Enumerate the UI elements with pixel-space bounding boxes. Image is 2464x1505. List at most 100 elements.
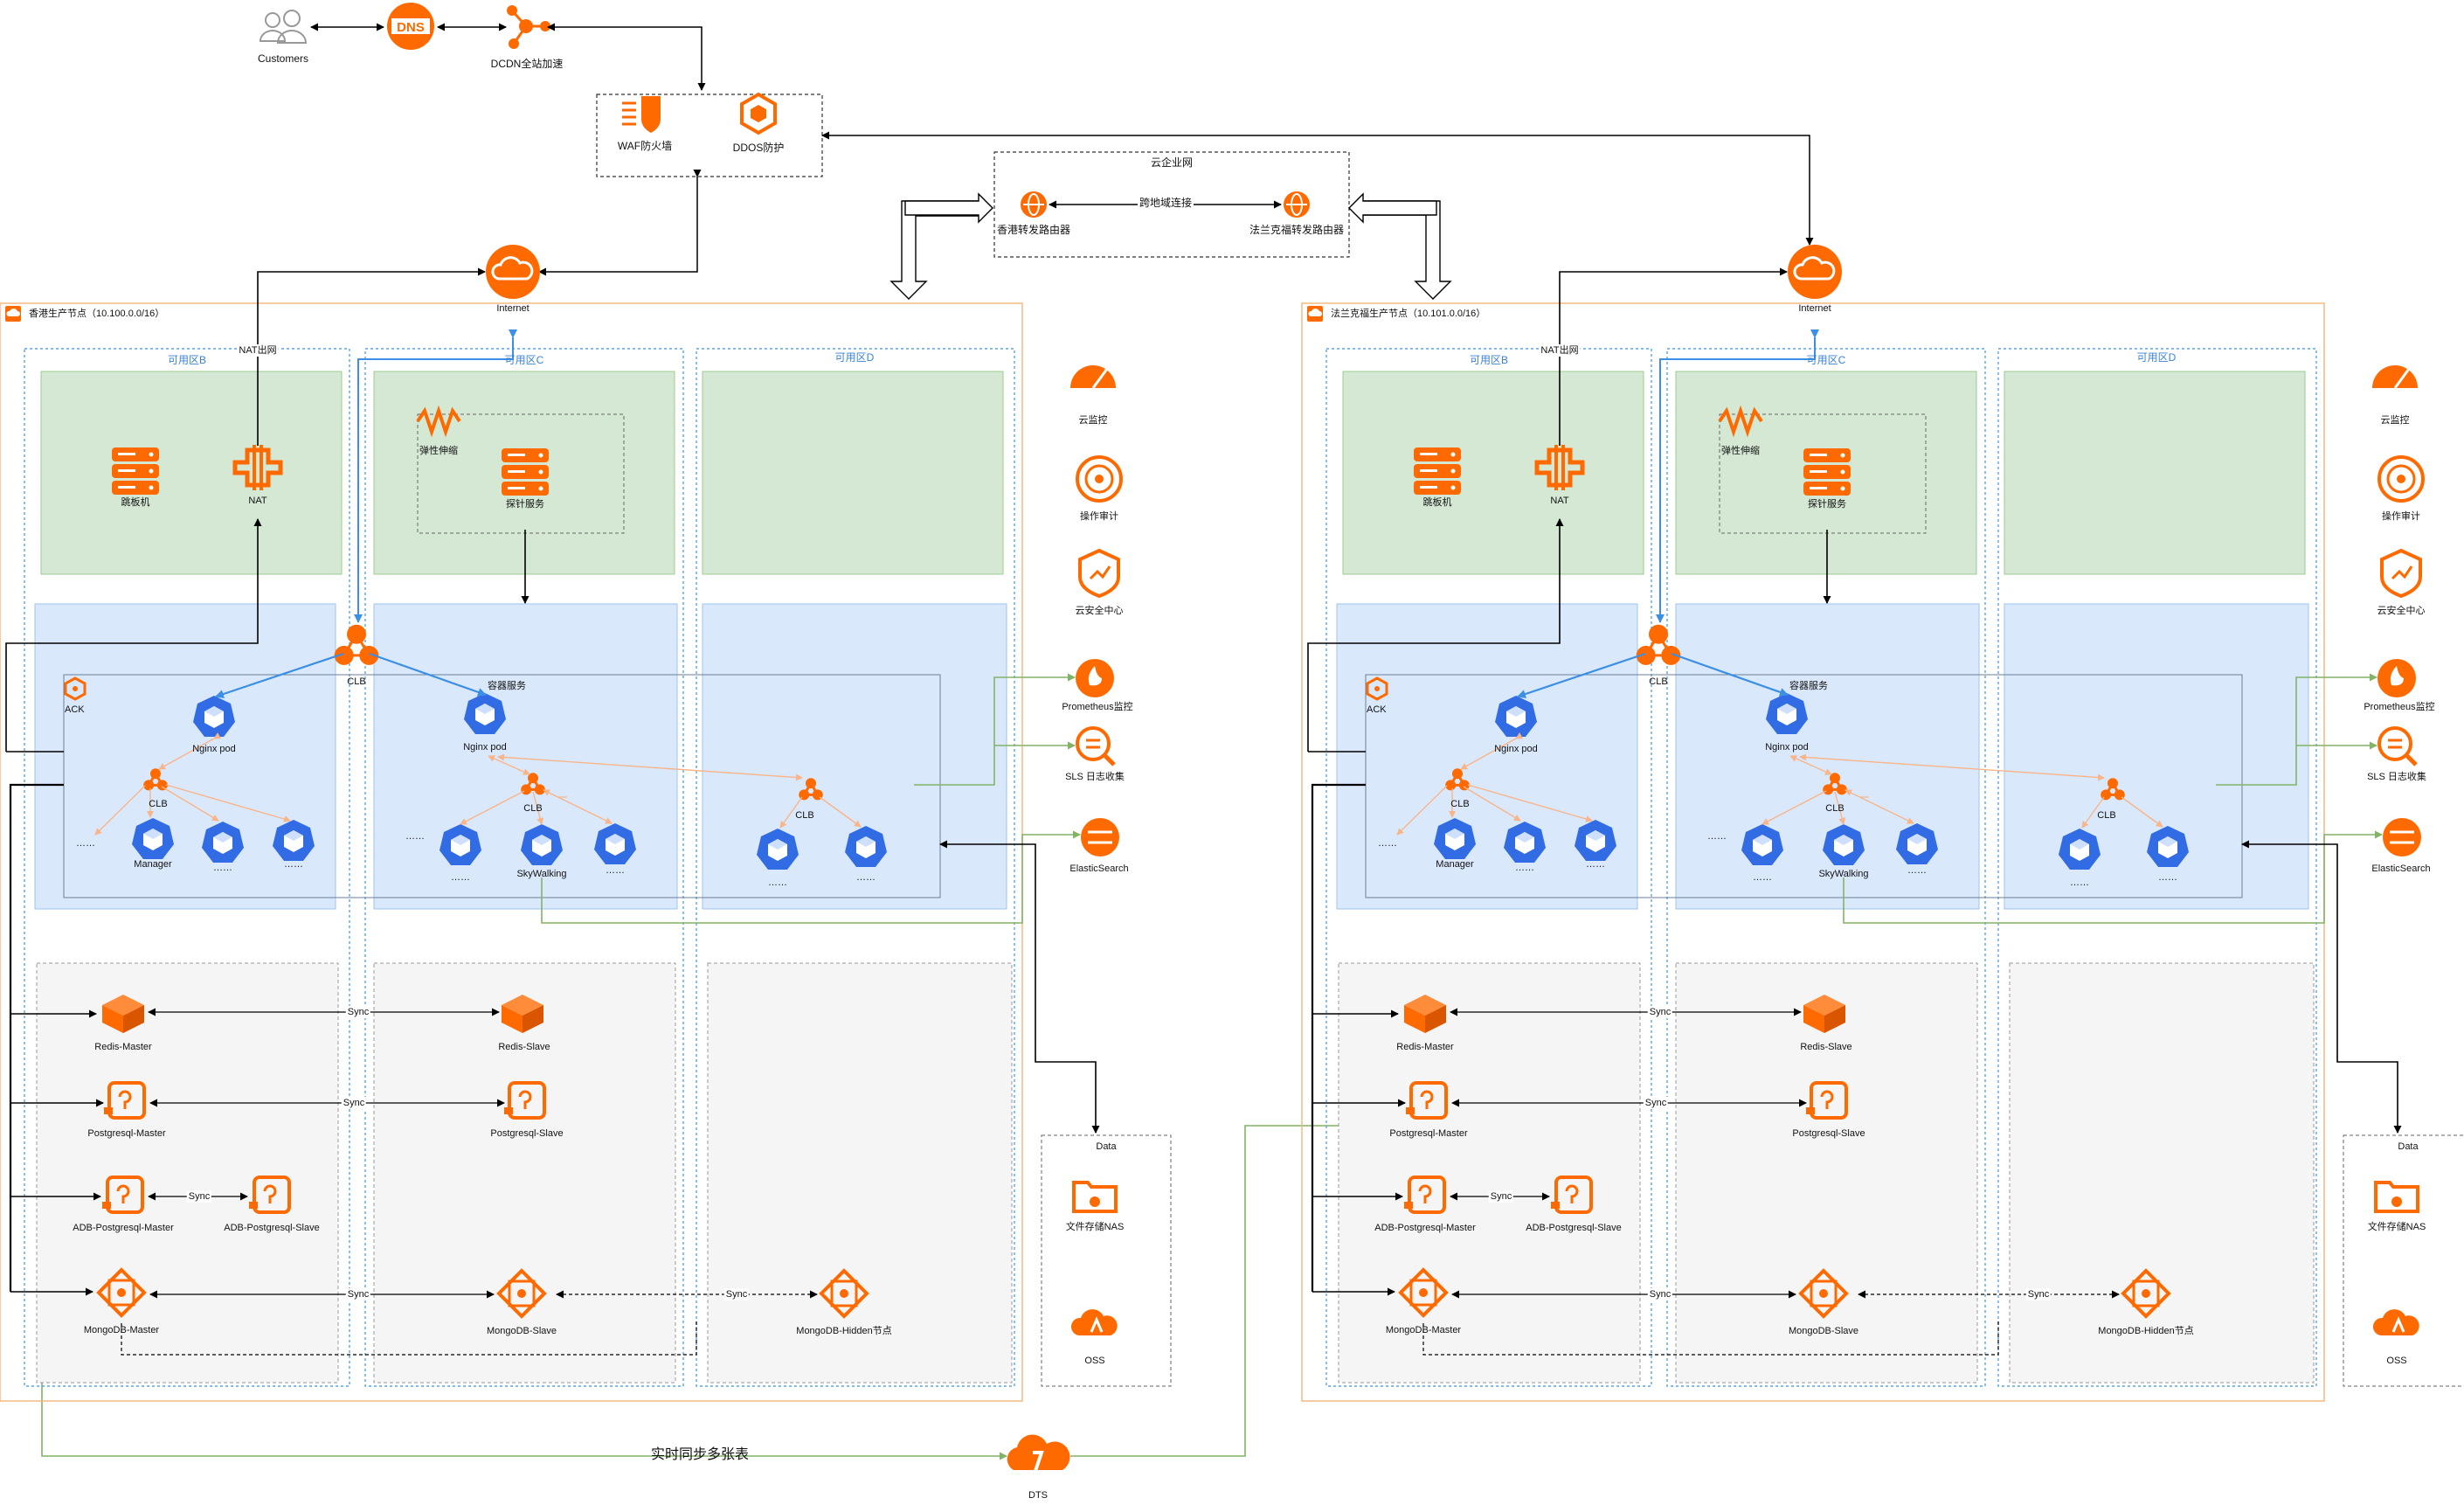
dcdn-label: DCDN全站加速	[490, 58, 564, 70]
hk-router-icon	[1021, 191, 1047, 218]
probe-server-icon	[502, 448, 549, 496]
cloud-monitor-icon	[1070, 365, 1116, 389]
pg-master-label: Postgresql-Master	[1389, 1128, 1468, 1139]
db-subnet-d	[2009, 962, 2315, 1384]
adb-sync-label: Sync	[1488, 1190, 1514, 1203]
adb-slave-icon	[249, 1176, 291, 1214]
clb-b-label: CLB	[149, 799, 168, 809]
edge-clb-c-sky	[1834, 791, 1846, 825]
ack-cluster	[1365, 674, 2243, 898]
edge-clb-d-pod1	[2081, 796, 2105, 829]
ack-icon	[1366, 676, 1388, 701]
subnet-b	[1342, 371, 1644, 575]
redis-master-icon	[102, 995, 144, 1033]
edge-clb-b-pod3	[165, 784, 291, 822]
dns-icon-text: DNS	[397, 20, 425, 35]
edge-mongo-backline	[1422, 1320, 1999, 1356]
pod-d2-icon	[2147, 826, 2189, 867]
mongo-hidden-sync-label: Sync	[723, 1288, 750, 1300]
pod-d1-icon	[757, 829, 799, 870]
pod-d1-dots: ……	[2070, 877, 2089, 888]
nginx-pod-c-icon	[1766, 693, 1808, 734]
zone-d-label: 可用区D	[2136, 351, 2177, 364]
pod-c3-dots: ……	[606, 865, 625, 876]
mongo-master-icon	[96, 1267, 147, 1318]
pg-slave-icon	[504, 1081, 546, 1120]
dts-label: DTS	[1028, 1490, 1048, 1501]
region-title: 香港生产节点（10.100.0.0/16）	[29, 309, 165, 319]
container-label: 容器服务	[1789, 681, 1828, 691]
nat-out-label: NAT出网	[1539, 344, 1581, 357]
customers-label: Customers	[257, 52, 309, 65]
nat-icon	[232, 445, 283, 490]
edge-nginx-clb-d	[1799, 753, 2105, 781]
adb-master-label: ADB-Postgresql-Master	[1374, 1223, 1476, 1233]
cloud-monitor-label: 云监控	[2380, 415, 2410, 426]
edge-ack-nat	[1307, 518, 1564, 752]
edge-nat-internet	[1559, 267, 1788, 446]
pod-c0-dots: ……	[405, 831, 425, 842]
prometheus-label: Prometheus监控	[2364, 702, 2435, 712]
db-subnet-d	[707, 962, 1013, 1384]
edge-clb-c-sky	[532, 791, 544, 825]
edge-nginx-clb-b	[1460, 732, 1524, 770]
sls-icon	[2377, 726, 2418, 766]
pod-c3-icon	[594, 823, 636, 864]
edge-waf-internet-fra	[821, 131, 1814, 246]
edge-waf-internet-hk	[538, 170, 702, 276]
clb-main-icon	[334, 624, 379, 665]
hk-router-label: 香港转发路由器	[996, 224, 1071, 236]
pg-slave-label: Postgresql-Slave	[1792, 1128, 1865, 1139]
skywalking-pod-icon	[521, 824, 563, 865]
customers-icon	[259, 10, 308, 44]
zone-c	[1666, 348, 1986, 1387]
sls-label: SLS 日志收集	[1065, 772, 1125, 782]
nginx-pod-c-label: Nginx pod	[1765, 742, 1809, 752]
ack-icon	[64, 676, 87, 701]
pg-slave-icon	[1806, 1081, 1848, 1120]
data-group	[1041, 1134, 1172, 1387]
sls-icon	[1076, 726, 1116, 766]
dns-icon: DNS	[387, 3, 434, 50]
internet-label: Internet	[496, 303, 529, 314]
security-center-label: 云安全中心	[1075, 606, 1124, 616]
elastic-label: 弹性伸缩	[1721, 446, 1760, 456]
pod-c0-dots: ……	[1707, 831, 1727, 842]
zone-b	[24, 348, 350, 1387]
edge-dcdn-waf	[547, 23, 706, 91]
pod-b2-dots: ……	[213, 863, 232, 873]
zone-c	[364, 348, 684, 1387]
edge-dts-pg-fra	[1070, 1121, 1415, 1457]
pod-b3-dots: ……	[284, 859, 303, 870]
mongo-hidden-icon	[2121, 1268, 2171, 1319]
region-icon	[1307, 306, 1323, 322]
nat-icon	[1534, 445, 1585, 490]
pod-b3-dots: ……	[1586, 859, 1605, 870]
pg-master-icon	[104, 1081, 146, 1120]
db-subnet-b	[1338, 962, 1641, 1384]
nas-icon	[2374, 1181, 2419, 1213]
cen-title: 云企业网	[1150, 156, 1194, 169]
clb-main-label: CLB	[347, 676, 366, 687]
edge-clb-nginx-c	[369, 652, 487, 697]
mongo-slave-icon	[496, 1268, 547, 1319]
dts-icon	[1007, 1434, 1070, 1474]
manager-label: Manager	[134, 859, 172, 870]
pod-b2-icon	[202, 822, 244, 863]
edge-clb-c-pod1	[1761, 790, 1827, 825]
pg-slave-label: Postgresql-Slave	[490, 1128, 564, 1139]
subnet-d	[2004, 371, 2306, 575]
zone-c-label: 可用区C	[1806, 354, 1846, 366]
action-trail-icon	[1076, 455, 1123, 503]
waf-label: WAF防火墙	[617, 140, 673, 152]
oss-label: OSS	[1084, 1356, 1105, 1366]
zone-b-label: 可用区B	[1469, 354, 1509, 366]
mongo-hidden-label: MongoDB-Hidden节点	[796, 1326, 892, 1336]
nat-out-label: NAT出网	[237, 344, 279, 357]
pod-b1-dots: ……	[1378, 838, 1397, 849]
clb-b-label: CLB	[1450, 799, 1470, 809]
adb-slave-label: ADB-Postgresql-Slave	[1526, 1223, 1622, 1233]
action-trail-icon	[2377, 455, 2425, 503]
